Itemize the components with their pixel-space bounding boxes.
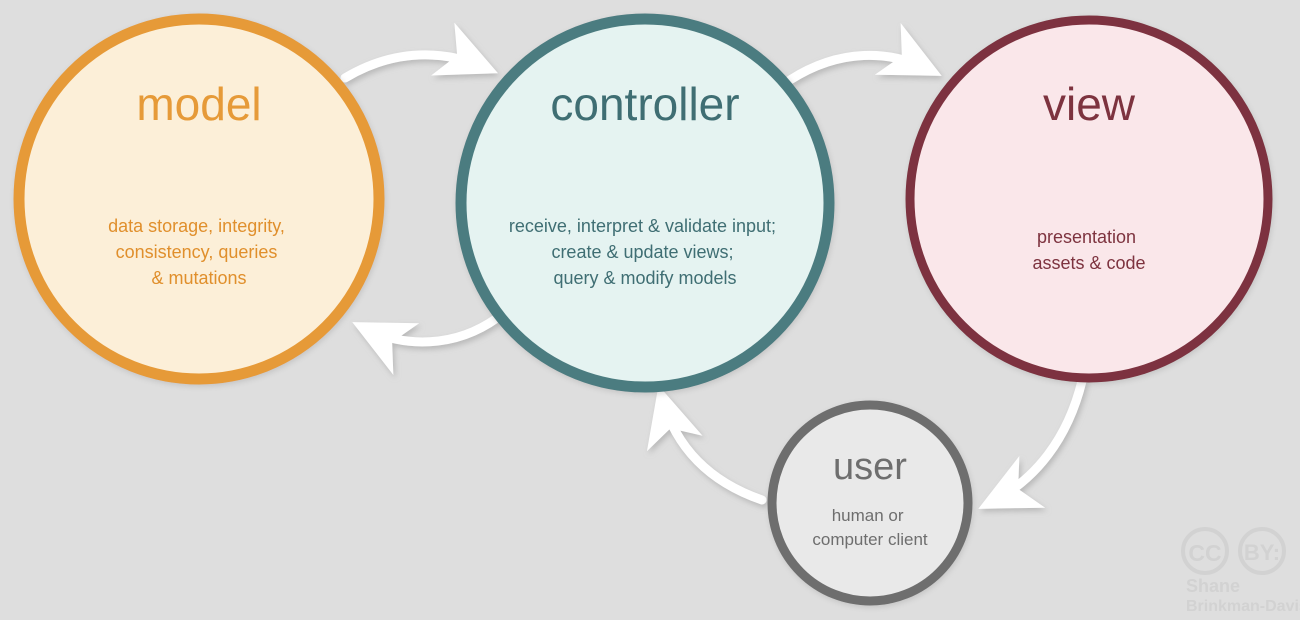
node-model[interactable]: model data storage, integrity, consisten… (13, 13, 385, 385)
view-desc-line-2: assets & code (1032, 253, 1145, 273)
controller-description: receive, interpret & validate input; cre… (509, 216, 781, 288)
user-description: human or computer client (812, 506, 928, 549)
model-title: model (136, 78, 261, 130)
node-controller[interactable]: controller receive, interpret & validate… (455, 13, 835, 393)
controller-desc-line-1: receive, interpret & validate input; (509, 216, 776, 236)
controller-desc-line-2: create & update views; (551, 242, 733, 262)
view-description: presentation assets & code (1032, 227, 1145, 273)
arrow-group (340, 22, 1087, 509)
user-circle[interactable] (767, 400, 973, 606)
view-circle[interactable] (905, 15, 1273, 383)
node-view[interactable]: view presentation assets & code (905, 15, 1273, 383)
arrow-view-to-user (978, 376, 1087, 509)
model-desc-line-3: & mutations (151, 268, 246, 288)
cc-icon-label: CC (1188, 540, 1221, 566)
node-user[interactable]: user human or computer client (767, 400, 973, 606)
by-icon-ring (1238, 527, 1286, 575)
model-circle[interactable] (13, 13, 385, 385)
attribution-author-line-1: Shane (1186, 576, 1240, 596)
arrow-controller-to-model (352, 313, 502, 375)
attribution-badge[interactable]: CC BY: Shane Brinkman-Davis (1181, 527, 1300, 615)
arrow-controller-to-view (785, 23, 942, 85)
view-desc-line-1: presentation (1037, 227, 1136, 247)
user-desc-line-1: human or (832, 506, 904, 525)
model-description: data storage, integrity, consistency, qu… (108, 216, 290, 288)
by-icon[interactable]: BY: (1238, 527, 1286, 575)
controller-desc-line-3: query & modify models (553, 268, 736, 288)
arrow-user-to-controller (646, 385, 767, 505)
controller-circle[interactable] (455, 13, 835, 393)
model-desc-line-2: consistency, queries (116, 242, 278, 262)
model-desc-line-1: data storage, integrity, (108, 216, 285, 236)
user-title: user (833, 446, 907, 488)
user-desc-line-2: computer client (812, 530, 928, 549)
by-icon-label: BY: (1244, 540, 1280, 565)
cc-icon-ring (1181, 527, 1229, 575)
attribution-author-line-2: Brinkman-Davis (1186, 598, 1300, 615)
cc-icon[interactable]: CC (1181, 527, 1229, 575)
view-title: view (1043, 78, 1136, 130)
arrow-model-to-controller (340, 22, 499, 83)
controller-title: controller (550, 78, 739, 130)
